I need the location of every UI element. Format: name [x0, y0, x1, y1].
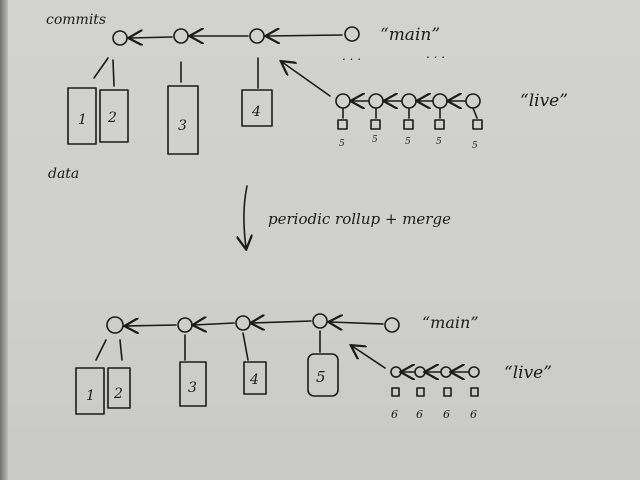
bottom-main-label: “main”: [422, 313, 479, 332]
commits-label: commits: [46, 12, 106, 28]
block-label: 4: [249, 372, 259, 388]
bottom-commit-node: [177, 317, 193, 333]
data-block: [99, 89, 129, 143]
live-commit-node: [401, 93, 417, 109]
data-block: [179, 361, 207, 407]
block-label: 2: [107, 110, 117, 126]
live-commit-node: [390, 366, 402, 378]
block-label: 3: [188, 380, 197, 396]
block-label: 3: [178, 118, 187, 134]
block-label: 4: [251, 104, 261, 120]
live-commit-node: [465, 93, 481, 109]
bottom-data-blocks: 1 2 3 4 5: [75, 353, 339, 415]
data-block: [241, 89, 273, 127]
top-live-label: “live”: [520, 91, 568, 111]
top-commit-node: [173, 28, 189, 44]
top-live-commits: 5 5 5 5 5: [335, 93, 483, 151]
block-label: 2: [113, 386, 123, 402]
top-commit-node: [112, 30, 128, 46]
bottom-commit-node: [384, 317, 400, 333]
live-commit-node: [468, 366, 480, 378]
bottom-commit-node: [312, 313, 328, 329]
data-block: [167, 85, 199, 155]
bottom-live-commits: 6 6 6 6: [390, 366, 480, 421]
top-arrow: [267, 35, 343, 36]
live-block-label: 5: [405, 137, 411, 147]
live-block-label: 5: [372, 135, 378, 145]
top-ellipsis-2: . . .: [426, 47, 445, 61]
block-label: 5: [316, 368, 326, 386]
top-main-arrows: [130, 35, 343, 38]
data-block: [107, 367, 131, 409]
data-label: data: [48, 166, 79, 182]
rollup-arrow: [244, 185, 247, 248]
live-commit-node: [414, 366, 426, 378]
bottom-live-merge-arrow: [352, 346, 386, 369]
rollup-label: periodic rollup + merge: [268, 210, 451, 228]
top-commit-node: [249, 28, 265, 44]
live-commit-node: [368, 93, 384, 109]
live-commit-node: [335, 93, 351, 109]
live-block-label: 5: [472, 141, 478, 151]
top-ellipsis-1: . . .: [342, 49, 361, 63]
data-block: [67, 87, 97, 145]
live-commit-node: [432, 93, 448, 109]
top-commit-node: [344, 26, 360, 42]
block-label: 1: [86, 388, 95, 404]
bottom-live-label: “live”: [504, 363, 552, 383]
live-block-label: 6: [391, 408, 398, 421]
data-block: [243, 361, 267, 395]
live-block-label: 6: [443, 408, 450, 421]
live-block-label: 6: [416, 408, 423, 421]
top-arrow: [130, 37, 173, 38]
top-connectors: [93, 57, 259, 89]
bottom-connectors: [95, 330, 321, 361]
live-commit-node: [440, 366, 452, 378]
live-block-label: 6: [470, 408, 477, 421]
live-block-label: 5: [339, 139, 345, 149]
bottom-commit-node: [106, 316, 124, 334]
top-data-blocks: 1 2 3 4: [67, 85, 273, 155]
bottom-commit-node: [235, 315, 251, 331]
top-live-merge-arrow: [282, 62, 331, 97]
data-block: [75, 367, 105, 415]
paper-edge: [0, 0, 8, 480]
live-block-label: 5: [436, 137, 442, 147]
data-block: [307, 353, 339, 397]
top-main-label: “main”: [380, 25, 440, 45]
block-label: 1: [78, 112, 87, 128]
bottom-main-arrows: [126, 321, 384, 326]
